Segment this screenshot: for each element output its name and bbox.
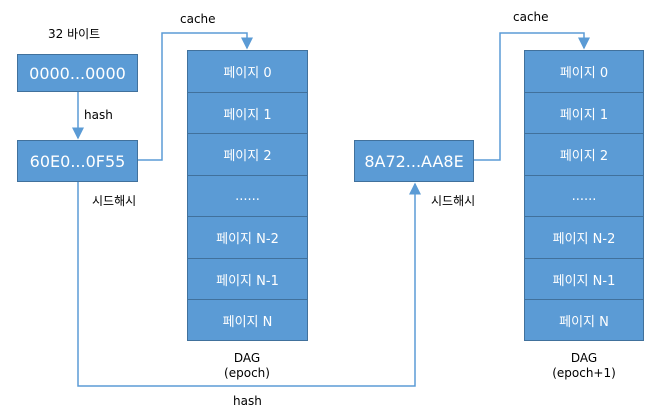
dag-table-1: 페이지 0 페이지 1 페이지 2 ...... 페이지 N-2 페이지 N-1… [187,50,308,341]
dag-table-2: 페이지 0 페이지 1 페이지 2 ...... 페이지 N-2 페이지 N-1… [524,50,644,341]
dag1-page-n-1: 페이지 N-1 [188,259,307,300]
dag2-page-n-2: 페이지 N-2 [525,217,643,259]
dag1-page-n: 페이지 N [222,314,273,330]
source-size-label: 32 바이트 [48,27,101,41]
dag1-page-ellipsis: ...... [188,176,307,217]
dag2-page-1: 페이지 1 [525,93,643,134]
seed-hash-box-2: 8A72...AA8E [354,140,474,182]
cache-label-1: cache [180,12,216,26]
dag1-page-2: 페이지 2 [188,134,307,176]
dag2-page-n: 페이지 N [559,314,609,330]
dag2-page-n-1: 페이지 N-1 [525,259,643,300]
seed-zero-box: 0000...0000 [17,54,138,92]
dag2-title: DAG [570,351,598,365]
cache-arrow-1 [138,32,253,161]
dag2-page-0: 페이지 0 [525,51,643,93]
seed-hash-label-2: 시드해시 [431,194,476,208]
seed-hash-label-1: 시드해시 [92,194,137,208]
hash-label-top: hash [84,108,113,122]
seed-hash-box-1: 60E0...0F55 [17,140,138,182]
dag1-subtitle: (epoch) [224,366,270,380]
cache-label-2: cache [513,10,549,24]
cache-arrow-2 [474,32,590,161]
dag2-subtitle: (epoch+1) [552,366,616,380]
dag2-page-ellipsis: ...... [525,176,643,217]
dag1-page-0: 페이지 0 [188,51,307,93]
dag1-page-n-2: 페이지 N-2 [188,217,307,259]
dag2-page-2: 페이지 2 [525,134,643,176]
hash-label-bottom: hash [233,394,262,408]
dag1-page-1: 페이지 1 [188,93,307,134]
hash-arrow-2 [77,182,421,387]
dag1-title: DAG [233,351,261,365]
